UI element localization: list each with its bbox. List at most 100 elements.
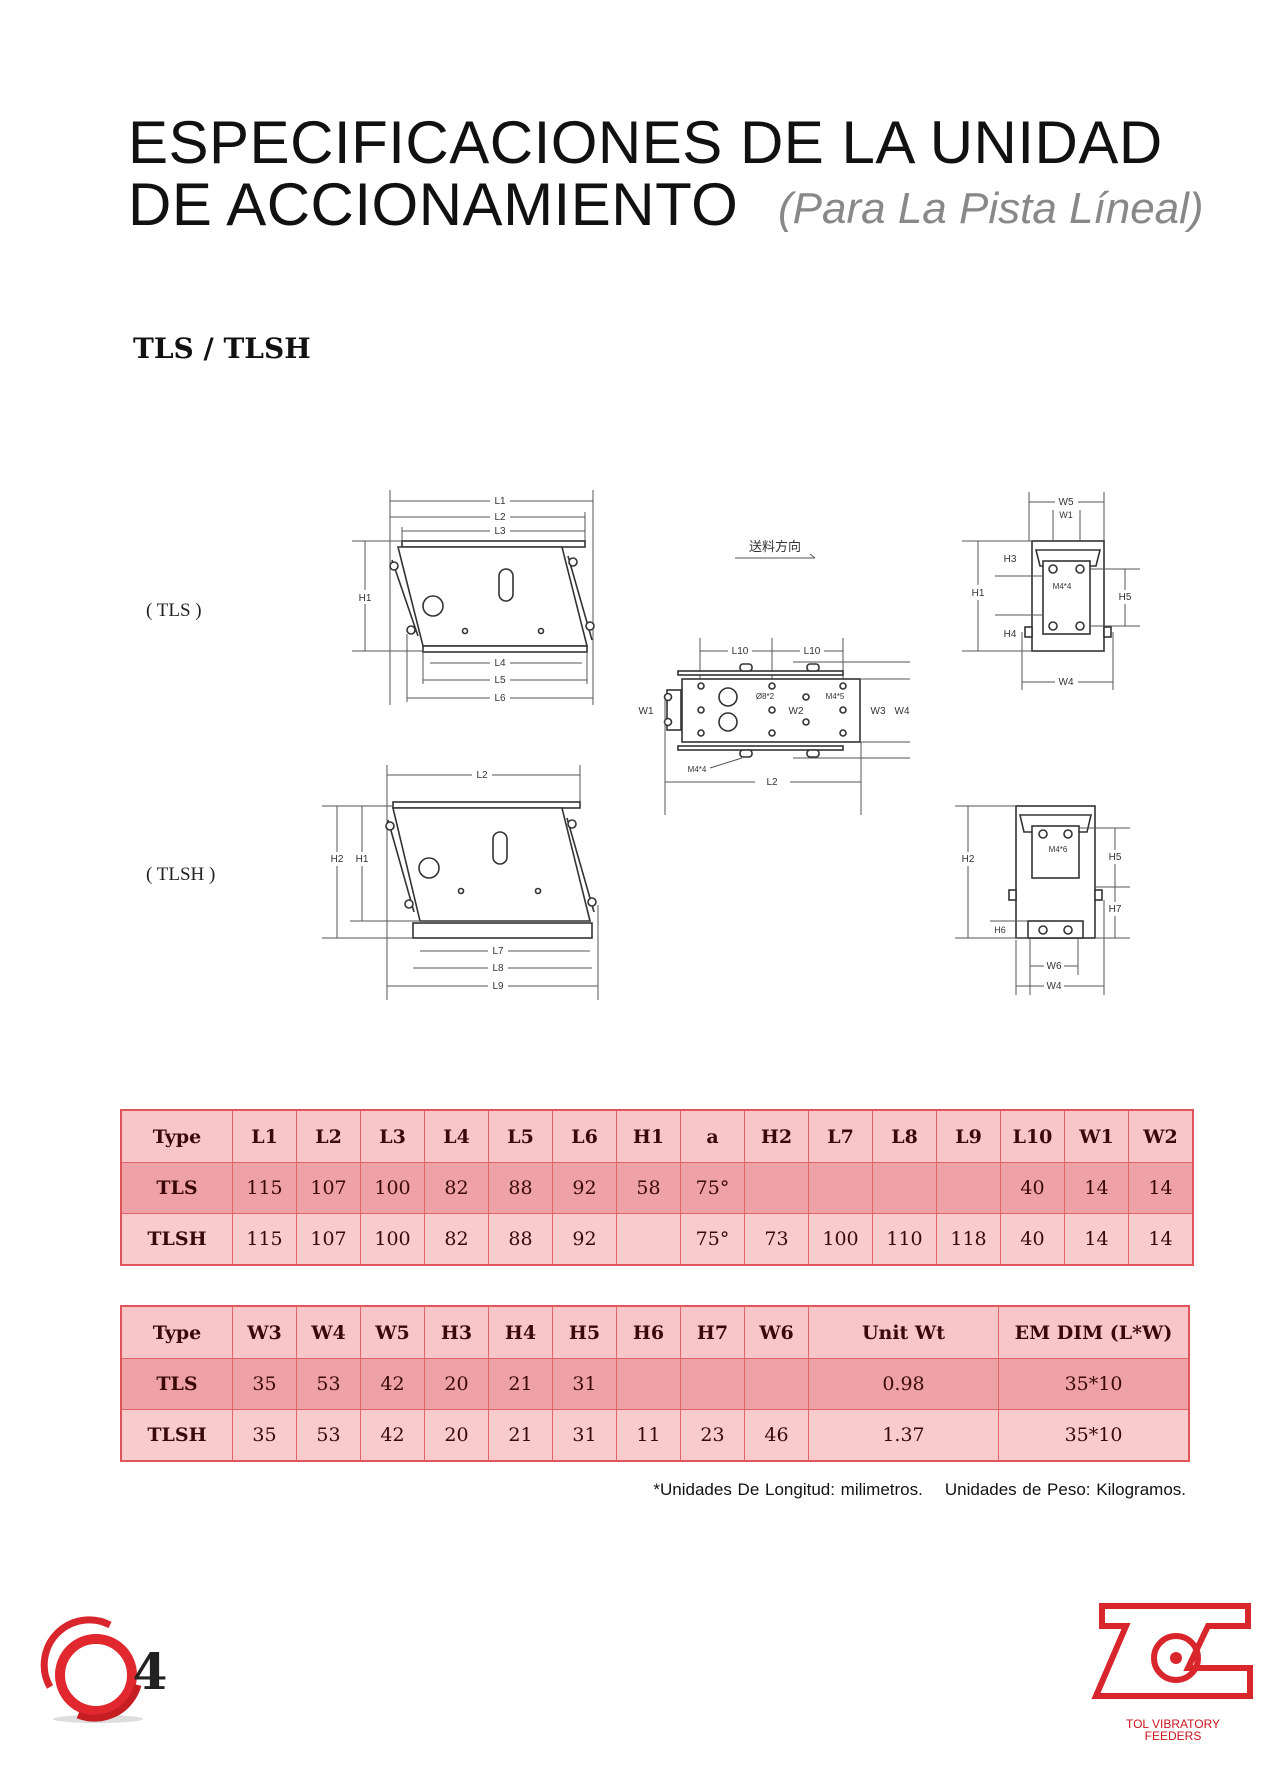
dim-h2-tlsh: H2 [331, 854, 344, 865]
tlsh-end-view: M4*6 H2 H6 H5 H7 W6 W4 [955, 805, 1130, 995]
cell: 42 [360, 1409, 425, 1462]
cell: TLS [120, 1162, 233, 1214]
cell: 75° [680, 1213, 745, 1266]
dim-m4x4-end: M4*4 [1053, 582, 1072, 591]
dim-h4: H4 [1004, 629, 1017, 640]
title-line-1: ESPECIFICACIONES DE LA UNIDAD [128, 109, 1163, 176]
dim-h1: H1 [359, 593, 372, 604]
table-header-row: Type W3 W4 W5 H3 H4 H5 H6 H7 W6 Unit Wt … [120, 1305, 1190, 1359]
cell: 40 [1000, 1213, 1065, 1266]
cell: 0.98 [808, 1358, 999, 1410]
cell: 21 [488, 1358, 553, 1410]
cell: 100 [808, 1213, 873, 1266]
dim-l4: L4 [494, 658, 506, 669]
col-header: Type [120, 1305, 233, 1359]
cell: 118 [936, 1213, 1001, 1266]
cell-not-applicable [744, 1358, 809, 1410]
o4-logo-numeral: 4 [133, 1642, 168, 1701]
dim-l8: L8 [492, 963, 504, 974]
cell-not-applicable [680, 1358, 745, 1410]
dim-h3: H3 [1004, 554, 1017, 565]
dim-l2-tlsh: L2 [476, 770, 488, 781]
cell: 35 [232, 1409, 297, 1462]
col-header: L8 [872, 1109, 937, 1163]
cell: 82 [424, 1213, 489, 1266]
col-header: W2 [1128, 1109, 1194, 1163]
dim-m4x5: M4*5 [826, 692, 845, 701]
dim-l9: L9 [492, 981, 504, 992]
col-header: H4 [488, 1305, 553, 1359]
dim-h1-tlsh: H1 [356, 854, 369, 865]
table-header-row: Type L1 L2 L3 L4 L5 L6 H1 a H2 L7 L8 L9 … [120, 1109, 1194, 1163]
dim-l2: L2 [494, 512, 506, 523]
col-header: Unit Wt [808, 1305, 999, 1359]
table-row-tls: TLS 35 53 42 20 21 31 0.98 35*10 [120, 1358, 1190, 1410]
cell: 31 [552, 1409, 617, 1462]
cell: 46 [744, 1409, 809, 1462]
col-header: L3 [360, 1109, 425, 1163]
page-subtitle: (Para La Pista Líneal) [778, 184, 1204, 233]
cell-not-applicable [616, 1358, 681, 1410]
cell: 35 [232, 1358, 297, 1410]
dim-h7: H7 [1109, 904, 1122, 915]
cell: 42 [360, 1358, 425, 1410]
cell: 115 [232, 1162, 297, 1214]
title-line-2: DE ACCIONAMIENTO [128, 171, 739, 238]
cell: 14 [1128, 1213, 1194, 1266]
col-header: L1 [232, 1109, 297, 1163]
dim-l6: L6 [494, 693, 506, 704]
dim-w5: W5 [1059, 497, 1074, 508]
dim-m4x6: M4*6 [1049, 845, 1068, 854]
cell: 53 [296, 1409, 361, 1462]
spec-table-1: Type L1 L2 L3 L4 L5 L6 H1 a H2 L7 L8 L9 … [120, 1109, 1194, 1266]
weight-units-note: Unidades de Peso: Kilogramos. [944, 1480, 1186, 1499]
table-row-tlsh: TLSH 35 53 42 20 21 31 11 23 46 1.37 35*… [120, 1409, 1190, 1462]
cell-not-applicable [936, 1162, 1001, 1214]
dim-l2-top: L2 [766, 777, 778, 788]
col-header: L10 [1000, 1109, 1065, 1163]
dim-h2-end: H2 [962, 854, 975, 865]
cell: 23 [680, 1409, 745, 1462]
tlsh-drawing-label: ( TLSH ) [146, 864, 216, 885]
col-header: L2 [296, 1109, 361, 1163]
cell: 35*10 [998, 1409, 1190, 1462]
tls-side-view: L1 L2 L3 H1 L4 L5 L6 [352, 490, 595, 705]
tol-caption-line-2: FEEDERS [1144, 1729, 1202, 1743]
col-header: W1 [1064, 1109, 1129, 1163]
dim-l5: L5 [494, 675, 506, 686]
col-header: L6 [552, 1109, 617, 1163]
dim-m4x4: M4*4 [688, 765, 707, 774]
col-header: W4 [296, 1305, 361, 1359]
dim-w2: W2 [789, 706, 804, 717]
dim-w4: W4 [895, 706, 910, 717]
tls-end-view: W5 W1 M4*4 H1 H3 H4 H5 W4 [962, 492, 1140, 690]
cell: 75° [680, 1162, 745, 1214]
cell: 53 [296, 1358, 361, 1410]
dim-l10-right: L10 [804, 646, 821, 657]
col-header: H7 [680, 1305, 745, 1359]
length-units-note: *Unidades De Longitud: milimetros. [653, 1480, 923, 1499]
dim-w3: W3 [871, 706, 886, 717]
col-header: L7 [808, 1109, 873, 1163]
model-heading: TLS / TLSH [133, 332, 311, 365]
cell: 20 [424, 1358, 489, 1410]
dim-w1-end: W1 [1059, 510, 1073, 520]
dim-h6: H6 [994, 925, 1006, 935]
feed-direction-label: 送料方向 [749, 539, 801, 554]
cell: 110 [872, 1213, 937, 1266]
cell: 92 [552, 1213, 617, 1266]
cell: 92 [552, 1162, 617, 1214]
col-header: EM DIM (L*W) [998, 1305, 1190, 1359]
col-header: H2 [744, 1109, 809, 1163]
table-row-tls: TLS 115 107 100 82 88 92 58 75° 40 14 14 [120, 1162, 1194, 1214]
cell-not-applicable [872, 1162, 937, 1214]
cell: 31 [552, 1358, 617, 1410]
cell: TLS [120, 1358, 233, 1410]
col-header: H6 [616, 1305, 681, 1359]
tlsh-side-view: L2 H2 H1 L7 L8 L9 [322, 765, 599, 1000]
col-header: H5 [552, 1305, 617, 1359]
table-row-tlsh: TLSH 115 107 100 82 88 92 75° 73 100 110… [120, 1213, 1194, 1266]
cell: 14 [1128, 1162, 1194, 1214]
cell: 88 [488, 1213, 553, 1266]
